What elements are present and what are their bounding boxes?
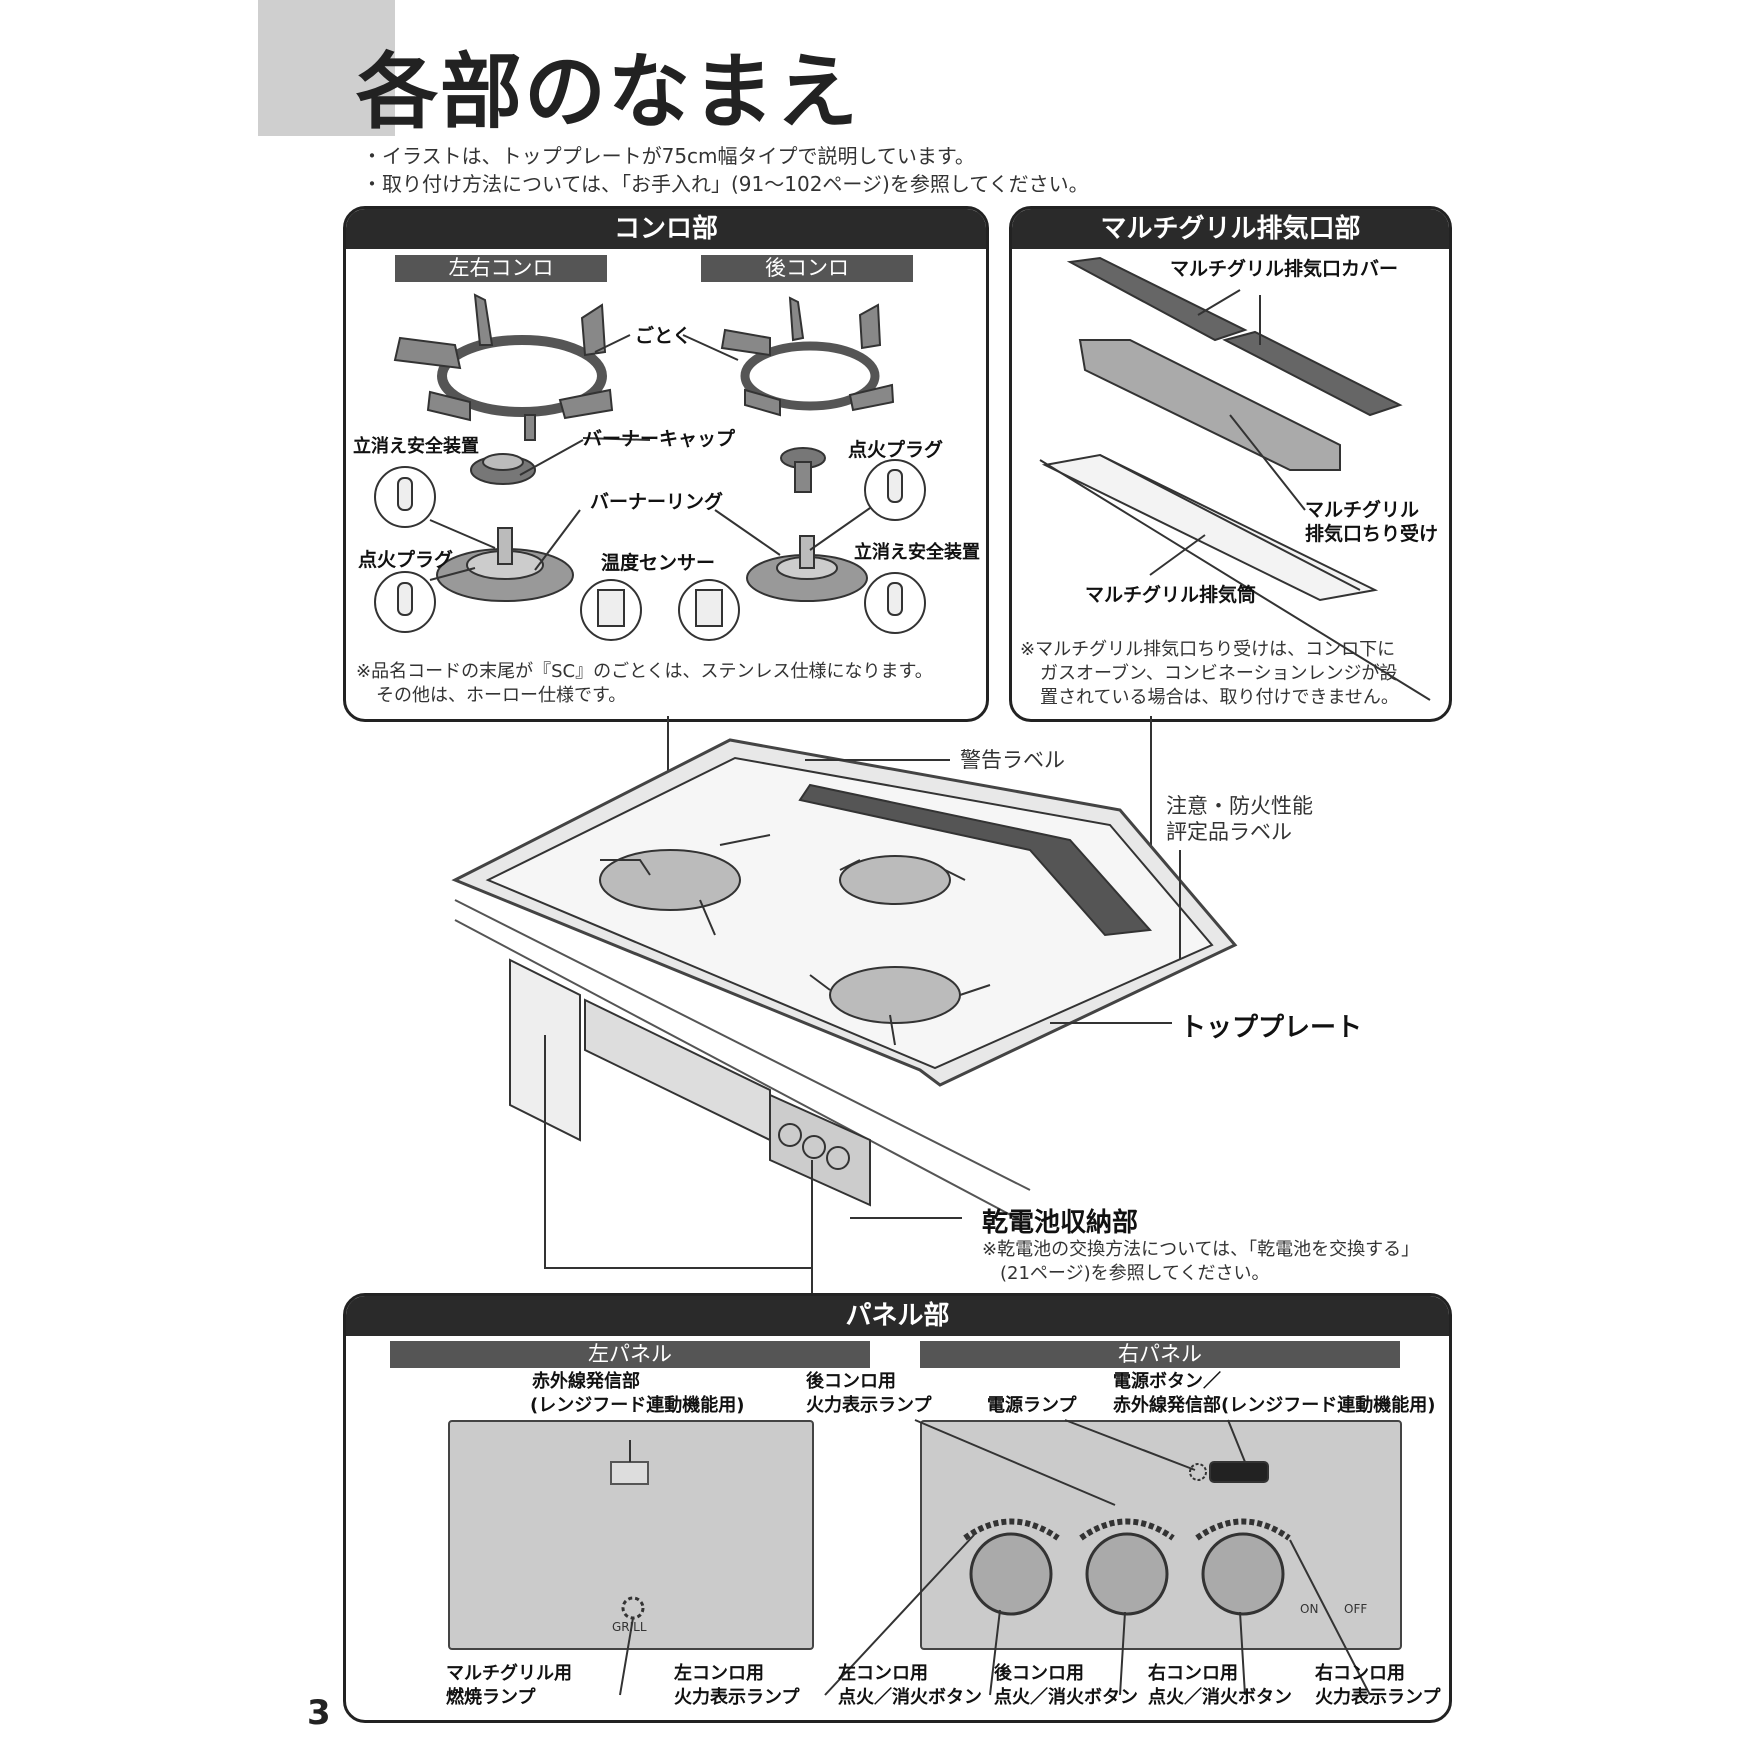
grill-exhaust-header: マルチグリル排気口部 <box>1012 209 1449 249</box>
grill-lamp-label-1: マルチグリル用 <box>446 1663 572 1684</box>
caution-label-text-1: 注意・防火性能 <box>1166 794 1313 818</box>
on-marking: ON <box>1300 1602 1319 1616</box>
ir-sender-label-2: (レンジフード連動機能用) <box>530 1395 745 1416</box>
grill-exhaust-illustration <box>1039 256 1431 701</box>
safety-device-right-label: 立消え安全装置 <box>854 542 980 563</box>
ir-sender-label-1: 赤外線発信部 <box>532 1371 640 1392</box>
battery-label: 乾電池収納部 <box>982 1208 1139 1238</box>
power-lamp-label: 電源ランプ <box>987 1395 1077 1416</box>
left-lamp-label-2: 火力表示ランプ <box>674 1687 800 1708</box>
power-button-label-2: 赤外線発信部(レンジフード連動機能用) <box>1113 1395 1436 1416</box>
left-button-label-1: 左コンロ用 <box>838 1663 928 1684</box>
rear-button-label-2: 点火／消火ボタン <box>994 1687 1138 1708</box>
panel-header: パネル部 <box>346 1296 1449 1336</box>
dust-catcher-label-2: 排気口ちり受け <box>1305 523 1439 545</box>
power-button-label-1: 電源ボタン／ <box>1113 1371 1221 1392</box>
ignition-plug-left-label: 点火プラグ <box>358 549 454 571</box>
temp-sensor-label: 温度センサー <box>601 552 716 574</box>
ignition-plug-right-label: 点火プラグ <box>848 439 944 461</box>
grill-lamp-label-2: 燃焼ランプ <box>446 1687 536 1708</box>
caution-label-text-2: 評定品ラベル <box>1166 820 1292 844</box>
grill-marking: GRILL <box>612 1620 647 1634</box>
konro-footnote-1: ※品名コードの末尾が『SC』のごとくは、ステンレス仕様になります。 <box>356 661 933 682</box>
cooktop-illustration <box>451 738 1238 1221</box>
battery-note-2: (21ページ)を参照してください。 <box>1000 1263 1270 1284</box>
right-panel-title: 右パネル <box>920 1341 1400 1368</box>
konro-header: コンロ部 <box>346 209 986 249</box>
burner-cap-label: バーナーキャップ <box>583 428 736 450</box>
off-marking: OFF <box>1344 1602 1368 1616</box>
gotoku-left-illustration <box>393 293 614 441</box>
burner-ring-label: バーナーリング <box>590 491 724 513</box>
note-2: ・取り付け方法については、「お手入れ」(91～102ページ)を参照してください。 <box>362 172 1089 196</box>
page-title: 各部のなまえ <box>356 45 861 140</box>
rear-lamp-label-2: 火力表示ランプ <box>806 1395 932 1416</box>
right-button-label-2: 点火／消火ボタン <box>1148 1687 1292 1708</box>
grill-note-2: ガスオーブン、コンビネーションレンジが設 <box>1040 663 1398 684</box>
left-right-konro-title: 左右コンロ <box>395 255 607 282</box>
grill-cover-label: マルチグリル排気口カバー <box>1170 258 1399 280</box>
left-lamp-label-1: 左コンロ用 <box>674 1663 764 1684</box>
right-lamp-label-2: 火力表示ランプ <box>1315 1687 1441 1708</box>
rear-lamp-label-1: 後コンロ用 <box>806 1371 896 1392</box>
left-button-label-2: 点火／消火ボタン <box>838 1687 982 1708</box>
page-number: 3 <box>307 1693 331 1733</box>
grill-note-1: ※マルチグリル排気口ちり受けは、コンロ下に <box>1020 639 1396 660</box>
note-1: ・イラストは、トッププレートが75cm幅タイプで説明しています。 <box>362 144 975 168</box>
rear-konro-title: 後コンロ <box>701 255 913 282</box>
corner-tab <box>258 0 395 136</box>
dust-catcher-label-1: マルチグリル <box>1305 499 1420 521</box>
gotoku-rear-illustration <box>720 296 895 417</box>
gotoku-label: ごとく <box>635 325 692 347</box>
warning-label-text: 警告ラベル <box>960 748 1065 772</box>
exhaust-duct-label: マルチグリル排気筒 <box>1085 584 1257 606</box>
battery-note-1: ※乾電池の交換方法については、「乾電池を交換する」 <box>982 1239 1420 1260</box>
left-panel-title: 左パネル <box>390 1341 870 1368</box>
top-plate-label: トッププレート <box>1180 1013 1363 1043</box>
right-button-label-1: 右コンロ用 <box>1148 1663 1238 1684</box>
right-lamp-label-1: 右コンロ用 <box>1315 1663 1405 1684</box>
safety-device-left-label: 立消え安全装置 <box>353 436 479 457</box>
rear-button-label-1: 後コンロ用 <box>994 1663 1084 1684</box>
konro-footnote-2: その他は、ホーロー仕様です。 <box>376 685 627 706</box>
grill-note-3: 置されている場合は、取り付けできません。 <box>1040 687 1399 708</box>
